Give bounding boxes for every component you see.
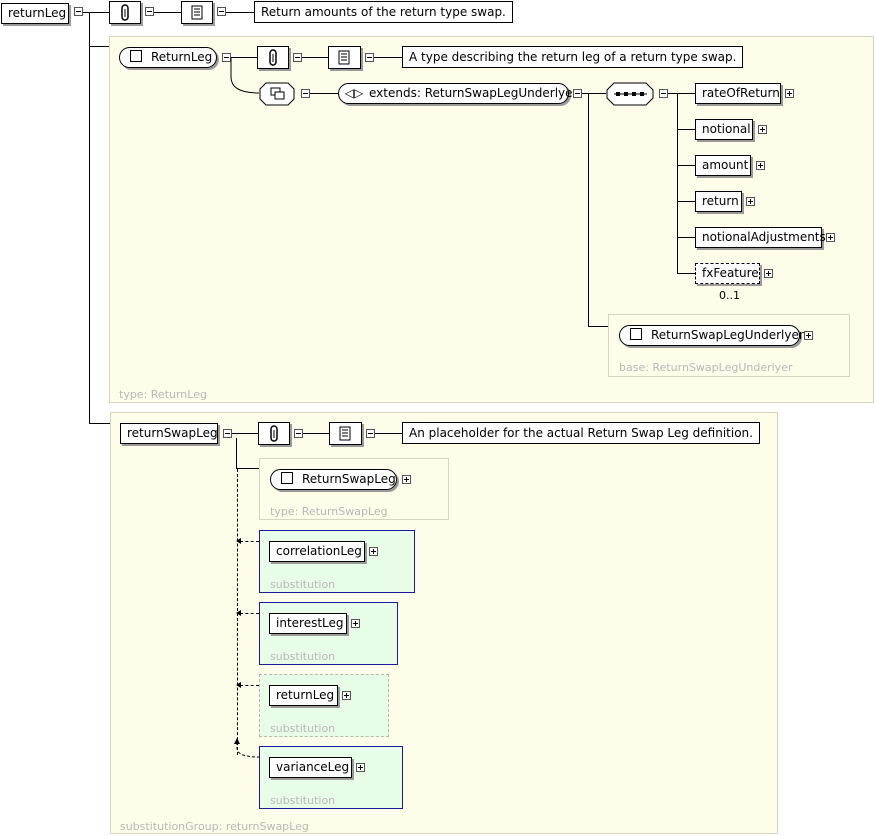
- sequence-compositor-icon: [606, 82, 654, 106]
- expand-toggle-correlationLeg[interactable]: [369, 547, 378, 556]
- complex-type-icon: [630, 328, 642, 340]
- collapse-toggle-annotation-root[interactable]: [145, 7, 154, 16]
- type-ReturnLeg[interactable]: ReturnLeg: [119, 47, 217, 68]
- element-rateOfReturn[interactable]: rateOfReturn: [695, 83, 781, 104]
- substitution-label: substitution: [270, 722, 336, 735]
- element-returnLeg[interactable]: returnLeg: [269, 685, 338, 706]
- element-returnSwapLeg[interactable]: returnSwapLeg: [120, 423, 218, 444]
- element-label: amount: [702, 158, 749, 172]
- element-notionalAdjustments[interactable]: notionalAdjustments: [695, 227, 826, 248]
- complex-type-icon: [130, 50, 142, 62]
- expand-toggle-notional[interactable]: [758, 125, 767, 134]
- extension-ReturnSwapLegUnderlyer[interactable]: ◁▷ extends: ReturnSwapLegUnderlyer: [338, 83, 577, 104]
- expand-toggle-amount[interactable]: [756, 161, 765, 170]
- connector-curve: [234, 738, 260, 758]
- element-amount[interactable]: amount: [695, 155, 751, 176]
- element-interestLeg[interactable]: interestLeg: [269, 613, 347, 634]
- collapse-toggle-sequence[interactable]: [659, 89, 668, 98]
- element-label: notional: [702, 122, 751, 136]
- collapse-toggle-annotation-group[interactable]: [294, 429, 303, 438]
- documentation-scroll-icon: [328, 46, 361, 69]
- collapse-toggle-doc-type[interactable]: [365, 53, 374, 62]
- element-label: fxFeature: [702, 266, 759, 280]
- expand-toggle-interestLeg[interactable]: [351, 619, 360, 628]
- extension-label: extends: ReturnSwapLegUnderlyer: [369, 86, 578, 100]
- expand-toggle-notionalAdjustments[interactable]: [826, 233, 835, 242]
- occurrence-fxFeature: 0..1: [719, 289, 740, 302]
- element-label: interestLeg: [276, 616, 344, 630]
- arrow-head: [236, 538, 241, 544]
- substitution-label: substitution: [270, 650, 336, 663]
- substitution-label: substitution: [270, 794, 336, 807]
- collapse-toggle-complex-content[interactable]: [301, 89, 310, 98]
- documentation-text: Return amounts of the return type swap.: [261, 5, 506, 19]
- complex-content-icon: [259, 82, 295, 106]
- element-notional[interactable]: notional: [695, 119, 753, 140]
- complex-type-icon: [281, 472, 293, 484]
- annotation-icon: [257, 46, 289, 69]
- expand-toggle-rateOfReturn[interactable]: [785, 89, 794, 98]
- root-element-returnLeg[interactable]: returnLeg: [1, 3, 69, 24]
- element-label: correlationLeg: [276, 544, 362, 558]
- element-fxFeature[interactable]: fxFeature: [695, 263, 760, 284]
- element-label: returnLeg: [276, 688, 335, 702]
- arrow-head: [236, 610, 241, 616]
- expand-toggle-varianceLeg[interactable]: [356, 763, 365, 772]
- collapse-toggle-doc-root[interactable]: [217, 7, 226, 16]
- expand-toggle-returnLeg[interactable]: [342, 691, 351, 700]
- element-label: rateOfReturn: [702, 86, 780, 100]
- documentation-text: A type describing the return leg of a re…: [409, 50, 737, 64]
- documentation-text-group: An placeholder for the actual Return Swa…: [402, 422, 760, 444]
- collapse-toggle-root[interactable]: [74, 7, 83, 16]
- collapse-toggle-doc-group[interactable]: [366, 429, 375, 438]
- type-ReturnSwapLegUnderlyer[interactable]: ReturnSwapLegUnderlyer: [619, 325, 804, 346]
- element-label: returnSwapLeg: [127, 426, 218, 440]
- type-name: ReturnLeg: [151, 50, 213, 64]
- expand-toggle-ReturnSwapLeg[interactable]: [402, 475, 411, 484]
- element-label: notionalAdjustments: [702, 230, 826, 244]
- annotation-icon: [258, 422, 290, 445]
- expand-toggle-ReturnSwapLegUnderlyer[interactable]: [804, 331, 813, 340]
- collapse-toggle-extension[interactable]: [573, 89, 582, 98]
- expand-toggle-fxFeature[interactable]: [764, 269, 773, 278]
- type-panel-label: type: ReturnLeg: [119, 388, 207, 401]
- type-ReturnSwapLeg[interactable]: ReturnSwapLeg: [270, 469, 397, 490]
- arrow-head: [236, 682, 241, 688]
- element-label: return: [702, 194, 739, 208]
- root-element-label: returnLeg: [8, 6, 67, 20]
- extension-arrows-icon: ◁▷: [344, 86, 364, 100]
- type-name: ReturnSwapLegUnderlyer: [651, 328, 804, 342]
- annotation-icon: [109, 1, 141, 24]
- documentation-text-root: Return amounts of the return type swap.: [254, 1, 513, 23]
- substitution-group-label: substitutionGroup: returnSwapLeg: [120, 820, 309, 833]
- base-type-label: base: ReturnSwapLegUnderlyer: [619, 361, 793, 374]
- documentation-scroll-icon: [181, 1, 213, 24]
- expand-toggle-return[interactable]: [746, 197, 755, 206]
- element-return[interactable]: return: [695, 191, 742, 212]
- connector-curve: [230, 57, 260, 94]
- collapse-toggle-returnSwapLeg[interactable]: [223, 429, 232, 438]
- documentation-text-type: A type describing the return leg of a re…: [402, 46, 744, 68]
- collapse-toggle-annotation-type[interactable]: [293, 53, 302, 62]
- element-varianceLeg[interactable]: varianceLeg: [269, 757, 352, 778]
- substitution-label: substitution: [270, 578, 336, 591]
- type-name: ReturnSwapLeg: [302, 472, 396, 486]
- type-box-label: type: ReturnSwapLeg: [270, 505, 388, 518]
- documentation-scroll-icon: [329, 422, 362, 445]
- documentation-text: An placeholder for the actual Return Swa…: [409, 426, 753, 440]
- element-correlationLeg[interactable]: correlationLeg: [269, 541, 365, 562]
- element-label: varianceLeg: [276, 760, 350, 774]
